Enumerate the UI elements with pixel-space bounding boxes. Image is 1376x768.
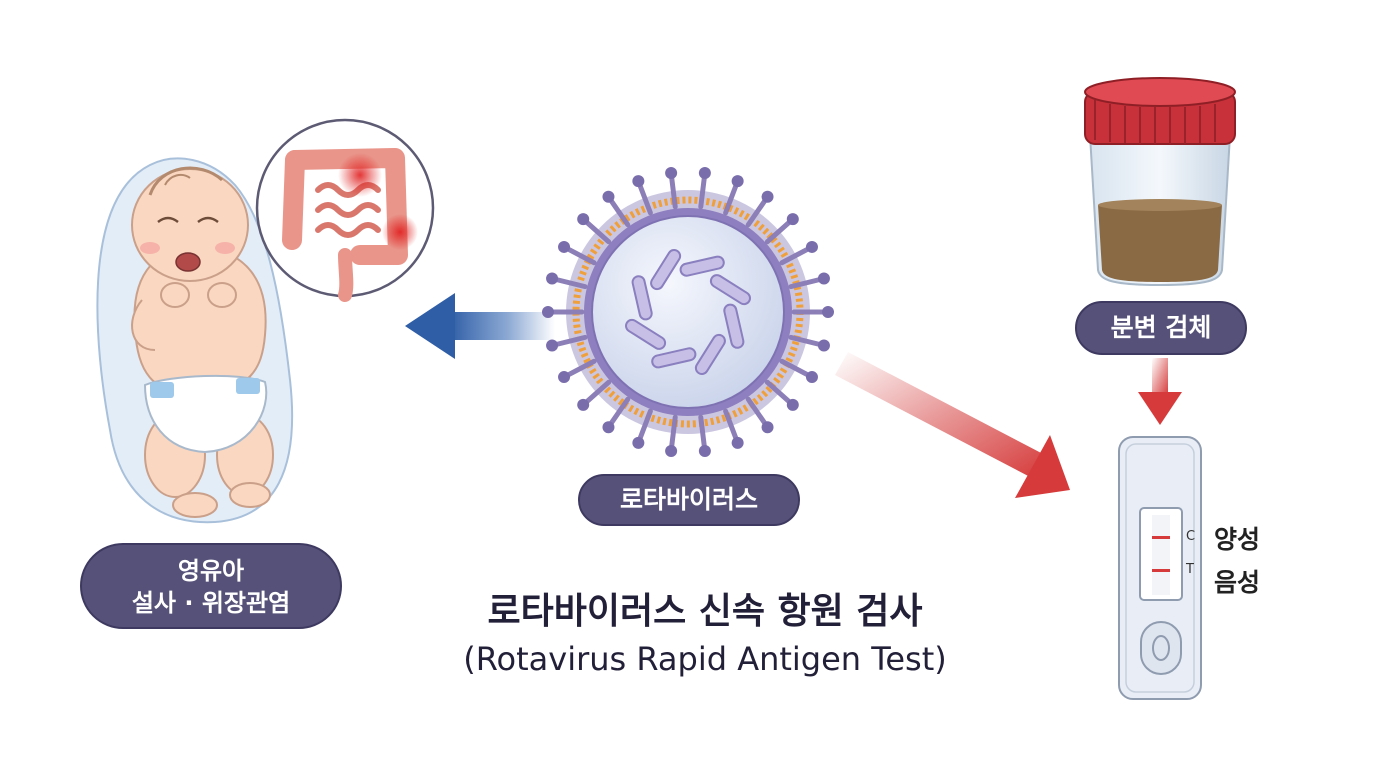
virus-spike-tip <box>731 436 744 449</box>
virus-spike-tip <box>558 371 571 384</box>
intestine-inset <box>255 118 435 302</box>
infant-illustration <box>96 157 294 524</box>
virus-spike-tip <box>761 190 774 203</box>
test-line-mark: T <box>1186 562 1194 577</box>
virus-spike-tip <box>665 444 678 457</box>
virus-spike-tip <box>632 436 645 449</box>
diagram-title: 로타바이러스 신속 항원 검사 <box>487 591 923 632</box>
virus-spike-tip <box>698 444 711 457</box>
infant-label-line2: 설사 · 위장관염 <box>131 589 291 617</box>
specimen-label: 분변 검체 <box>1075 301 1247 355</box>
virus-spike-tip <box>558 240 571 253</box>
virus-spike-tip <box>731 175 744 188</box>
virus-spike-tip <box>542 306 554 318</box>
capsid-fragment <box>651 347 697 369</box>
capsid-fragment <box>625 318 667 350</box>
virus-spike-tip <box>602 190 615 203</box>
capsid-fragment <box>694 333 726 375</box>
rapid-test-cassette-icon <box>1118 436 1202 700</box>
virus-spike-tip <box>602 421 615 434</box>
virus-spike-tip <box>577 213 590 226</box>
capsid-fragment <box>679 255 725 277</box>
virus-spike-tip <box>817 339 830 352</box>
virus-spike-tip <box>761 421 774 434</box>
virus-spike-tip <box>577 398 590 411</box>
virus-spike-tip <box>786 398 799 411</box>
diagram-subtitle: (Rotavirus Rapid Antigen Test) <box>463 640 947 678</box>
virus-spike-tip <box>632 175 645 188</box>
sample-arrow <box>1138 358 1182 425</box>
virus-spike-tip <box>817 272 830 285</box>
virus-spike-tip <box>822 306 834 318</box>
infection-arrow <box>405 293 555 359</box>
virus-spike-tip <box>546 339 559 352</box>
virus-label: 로타바이러스 <box>578 474 800 526</box>
virus-spike-tip <box>805 371 818 384</box>
result-negative-label: 음성 <box>1214 568 1261 597</box>
capsid-fragment <box>723 303 745 349</box>
virus-spike-tip <box>698 167 711 180</box>
infant-label: 영유아 설사 · 위장관염 <box>80 543 342 629</box>
capsid-fragment <box>650 249 682 291</box>
capsid-fragment <box>631 275 653 321</box>
capsid-fragment <box>709 274 751 306</box>
virus-spike-tip <box>805 240 818 253</box>
infant-label-line1: 영유아 <box>177 557 245 585</box>
control-line-mark: C <box>1186 529 1196 544</box>
virus-spike-tip <box>665 167 678 180</box>
rotavirus-particle <box>542 167 834 457</box>
virus-spike-tip <box>546 272 559 285</box>
detection-arrow <box>835 352 1070 498</box>
specimen-cup-icon <box>1084 77 1236 287</box>
virus-spike-tip <box>786 213 799 226</box>
result-positive-label: 양성 <box>1214 525 1261 554</box>
